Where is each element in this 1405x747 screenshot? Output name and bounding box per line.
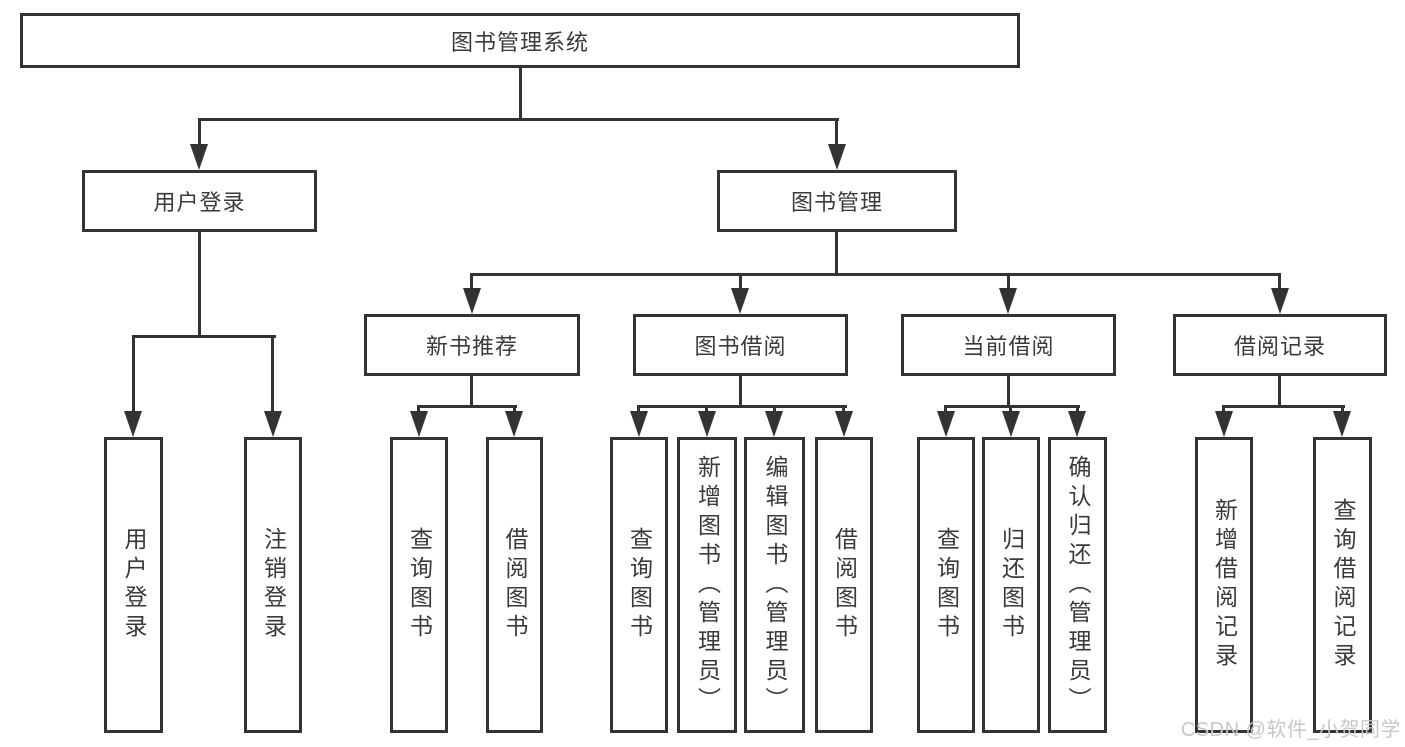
leaf-confirm-return-admin: 确认归还（管理员）: [1048, 437, 1107, 733]
connector-drop-new-book-recommend: [470, 273, 473, 289]
leaf-borrow-books-1-label: 借阅图书: [502, 527, 528, 643]
arrow-down-icon: [999, 288, 1017, 314]
connector-user-login-rail: [132, 335, 276, 338]
leaf-query-books-3: 查询图书: [917, 437, 975, 733]
arrow-down-icon: [190, 144, 208, 170]
connector-drop-leaf: [1076, 405, 1079, 413]
connector-book-management-stem: [835, 232, 838, 276]
leaf-edit-books-admin: 编辑图书（管理员）: [744, 437, 805, 733]
arrow-down-icon: [765, 411, 783, 437]
connector-drop-leaf: [1009, 405, 1012, 413]
arrow-down-icon: [698, 411, 716, 437]
arrow-down-icon: [463, 288, 481, 314]
connector-drop-leaf: [944, 405, 947, 413]
arrow-down-icon: [1333, 411, 1351, 437]
connector-drop-leaf: [1341, 405, 1344, 413]
arrow-down-icon: [1215, 411, 1233, 437]
connector-drop-current-borrow: [1007, 273, 1010, 289]
arrow-down-icon: [1271, 288, 1289, 314]
connector-drop-leaf: [773, 405, 776, 413]
leaf-query-borrow-record: 查询借阅记录: [1313, 437, 1372, 733]
leaf-add-books-admin: 新增图书（管理员）: [677, 437, 737, 733]
leaf-query-books-3-label: 查询图书: [933, 527, 960, 643]
leaf-query-books-2-label: 查询图书: [626, 527, 653, 643]
node-book-borrow-label: 图书借阅: [694, 334, 787, 359]
leaf-add-borrow-record: 新增借阅记录: [1195, 437, 1253, 733]
node-user-login-label: 用户登录: [153, 190, 246, 215]
node-book-borrow: 图书借阅: [633, 314, 848, 376]
node-new-book-recommend-label: 新书推荐: [425, 334, 518, 359]
node-borrow-record: 借阅记录: [1173, 314, 1387, 376]
connector-new-book-recommend-rail: [417, 405, 517, 408]
arrow-down-icon: [1068, 411, 1086, 437]
node-borrow-record-label: 借阅记录: [1233, 334, 1326, 359]
connector-new-book-recommend-stem: [470, 376, 473, 407]
node-book-management: 图书管理: [717, 170, 957, 232]
leaf-edit-books-admin-label: 编辑图书（管理员）: [762, 454, 788, 716]
arrow-down-icon: [630, 411, 648, 437]
connector-current-borrow-rail: [944, 405, 1080, 408]
node-current-borrow: 当前借阅: [901, 314, 1116, 376]
node-new-book-recommend: 新书推荐: [364, 314, 580, 376]
connector-drop-leaf: [705, 405, 708, 413]
leaf-query-books-1: 查询图书: [390, 437, 448, 733]
connector-borrow-record-stem: [1278, 376, 1281, 407]
connector-drop-leaf: [513, 405, 516, 413]
connector-user-login-stem: [198, 232, 201, 338]
connector-drop-leaf: [132, 335, 135, 412]
leaf-borrow-books-2: 借阅图书: [815, 437, 873, 733]
connector-root-stem: [519, 66, 522, 120]
arrow-down-icon: [264, 411, 282, 437]
leaf-return-books-label: 归还图书: [998, 527, 1025, 643]
arrow-down-icon: [410, 411, 428, 437]
arrow-down-icon: [1002, 411, 1020, 437]
leaf-borrow-books-1: 借阅图书: [486, 437, 543, 733]
connector-borrow-record-rail: [1222, 405, 1345, 408]
node-user-login: 用户登录: [82, 170, 317, 232]
leaf-return-books: 归还图书: [982, 437, 1040, 733]
connector-drop-leaf: [842, 405, 845, 413]
connector-drop-leaf: [417, 405, 420, 413]
leaf-user-login-label: 用户登录: [121, 527, 147, 643]
node-root-label: 图书管理系统: [450, 29, 589, 55]
leaf-query-borrow-record-label: 查询借阅记录: [1330, 498, 1356, 672]
leaf-logout-label: 注销登录: [260, 527, 287, 643]
connector-drop-leaf: [637, 405, 640, 413]
node-current-borrow-label: 当前借阅: [962, 334, 1055, 359]
leaf-logout: 注销登录: [244, 437, 302, 733]
connector-drop-user-login: [198, 118, 201, 146]
connector-book-borrow-rail: [637, 405, 847, 408]
leaf-borrow-books-2-label: 借阅图书: [831, 527, 858, 643]
watermark: CSDN @软件_小贺同学: [1180, 719, 1401, 741]
arrow-down-icon: [731, 288, 749, 314]
connector-drop-borrow-record: [1278, 273, 1281, 289]
arrow-down-icon: [124, 411, 142, 437]
leaf-query-books-2: 查询图书: [610, 437, 668, 733]
connector-book-borrow-stem: [739, 376, 742, 407]
leaf-add-books-admin-label: 新增图书（管理员）: [694, 454, 721, 716]
leaf-add-borrow-record-label: 新增借阅记录: [1211, 498, 1238, 672]
leaf-query-books-1-label: 查询图书: [406, 527, 433, 643]
leaf-user-login: 用户登录: [104, 437, 163, 733]
arrow-down-icon: [937, 411, 955, 437]
connector-level3-rail: [470, 273, 1281, 276]
connector-current-borrow-stem: [1007, 376, 1010, 407]
arrow-down-icon: [505, 411, 523, 437]
connector-drop-leaf: [1222, 405, 1225, 413]
connector-drop-leaf: [271, 335, 274, 412]
arrow-down-icon: [828, 144, 846, 170]
connector-drop-book-management: [835, 118, 838, 146]
node-book-management-label: 图书管理: [790, 190, 883, 215]
connector-drop-book-borrow: [739, 273, 742, 289]
leaf-confirm-return-admin-label: 确认归还（管理员）: [1065, 454, 1091, 716]
arrow-down-icon: [835, 411, 853, 437]
connector-level2-rail: [198, 118, 839, 121]
node-root: 图书管理系统: [20, 13, 1020, 68]
